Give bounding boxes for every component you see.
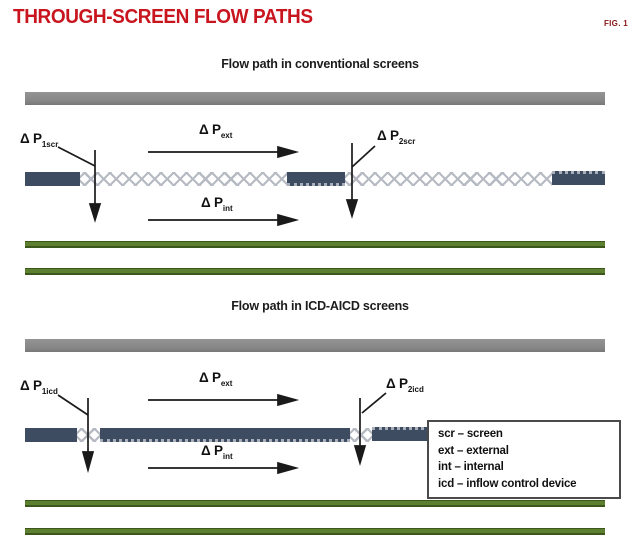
- figure2-int-arrowhead: [277, 461, 300, 475]
- figure1-ext-arrowhead: [277, 145, 300, 159]
- figure2-screen-segment-middle: [100, 428, 350, 442]
- dp-main: Δ P: [20, 378, 42, 393]
- figure1-screen-joint-right: [552, 171, 605, 185]
- figure2-screen-segment-left: [25, 428, 77, 442]
- figure2-dpext-label: Δ Pext: [199, 370, 233, 388]
- dp-main: Δ P: [377, 128, 399, 143]
- dp-main: Δ P: [386, 376, 408, 391]
- figure2-dp2icd-label: Δ P2icd: [386, 376, 424, 394]
- figure1-screen-joint-middle: [287, 172, 345, 186]
- figure1-screen-mesh-right: [345, 172, 552, 186]
- figure2-dp1-arrowhead: [81, 451, 95, 474]
- figure2-dp1-pointer: [57, 394, 89, 416]
- dp-sub: 1icd: [41, 387, 58, 396]
- figure1-basepipe-line-2: [25, 268, 605, 275]
- dp-main: Δ P: [20, 131, 42, 146]
- legend-item-int: int – internal: [438, 461, 504, 473]
- page-title: THROUGH-SCREEN FLOW PATHS: [13, 6, 313, 29]
- dp-sub: ext: [220, 379, 233, 388]
- dp-main: Δ P: [201, 443, 223, 458]
- dp-main: Δ P: [199, 122, 221, 137]
- figure1-outer-casing-bar: [25, 92, 605, 105]
- figure2-dp2-pointer: [361, 392, 387, 414]
- figure1-dp1-arrowhead: [88, 203, 102, 223]
- figure1-basepipe-line-1: [25, 241, 605, 248]
- legend-box: scr – screen ext – external int – intern…: [427, 420, 621, 499]
- figure1-dpint-label: Δ Pint: [201, 195, 233, 213]
- figure-number: FIG. 1: [603, 19, 628, 28]
- figure2-basepipe-line-1: [25, 500, 605, 507]
- figure1-dpext-label: Δ Pext: [199, 122, 233, 140]
- figure1-subtitle: Flow path in conventional screens: [221, 57, 419, 71]
- figure2-basepipe-line-2: [25, 528, 605, 535]
- dp-sub: 2icd: [407, 385, 424, 394]
- figure2-icd-port-left: [77, 428, 100, 442]
- figure2-dp2-arrowhead: [353, 445, 367, 467]
- figure2-dpint-label: Δ Pint: [201, 443, 233, 461]
- figure1-dp2-pointer: [351, 145, 376, 168]
- figure1-dp1-pointer: [57, 146, 96, 167]
- dp-main: Δ P: [199, 370, 221, 385]
- figure1-dp2scr-label: Δ P2scr: [377, 128, 416, 146]
- figure2-subtitle: Flow path in ICD-AICD screens: [231, 299, 409, 313]
- dp-sub: 1scr: [41, 140, 59, 149]
- figure1-screen-mesh-left: [80, 172, 287, 186]
- figure1-dp2-arrowhead: [345, 199, 359, 219]
- legend-item-ext: ext – external: [438, 444, 509, 457]
- figure1-int-arrowhead: [277, 213, 300, 227]
- figure2-outer-casing-bar: [25, 339, 605, 352]
- dp-sub: int: [222, 452, 233, 461]
- figure2-dp1icd-label: Δ P1icd: [20, 378, 58, 396]
- legend-item-scr: scr – screen: [438, 428, 503, 440]
- figure1-screen-joint-left: [25, 172, 80, 186]
- dp-sub: ext: [220, 131, 233, 140]
- dp-sub: int: [222, 204, 233, 213]
- figure2-icd-port-right: [350, 428, 372, 442]
- dp-main: Δ P: [201, 195, 223, 210]
- dp-sub: 2scr: [398, 137, 416, 146]
- figure1-dp1scr-label: Δ P1scr: [20, 131, 59, 149]
- legend-item-icd: icd – inflow control device: [438, 477, 577, 490]
- figure2-ext-arrowhead: [277, 393, 300, 407]
